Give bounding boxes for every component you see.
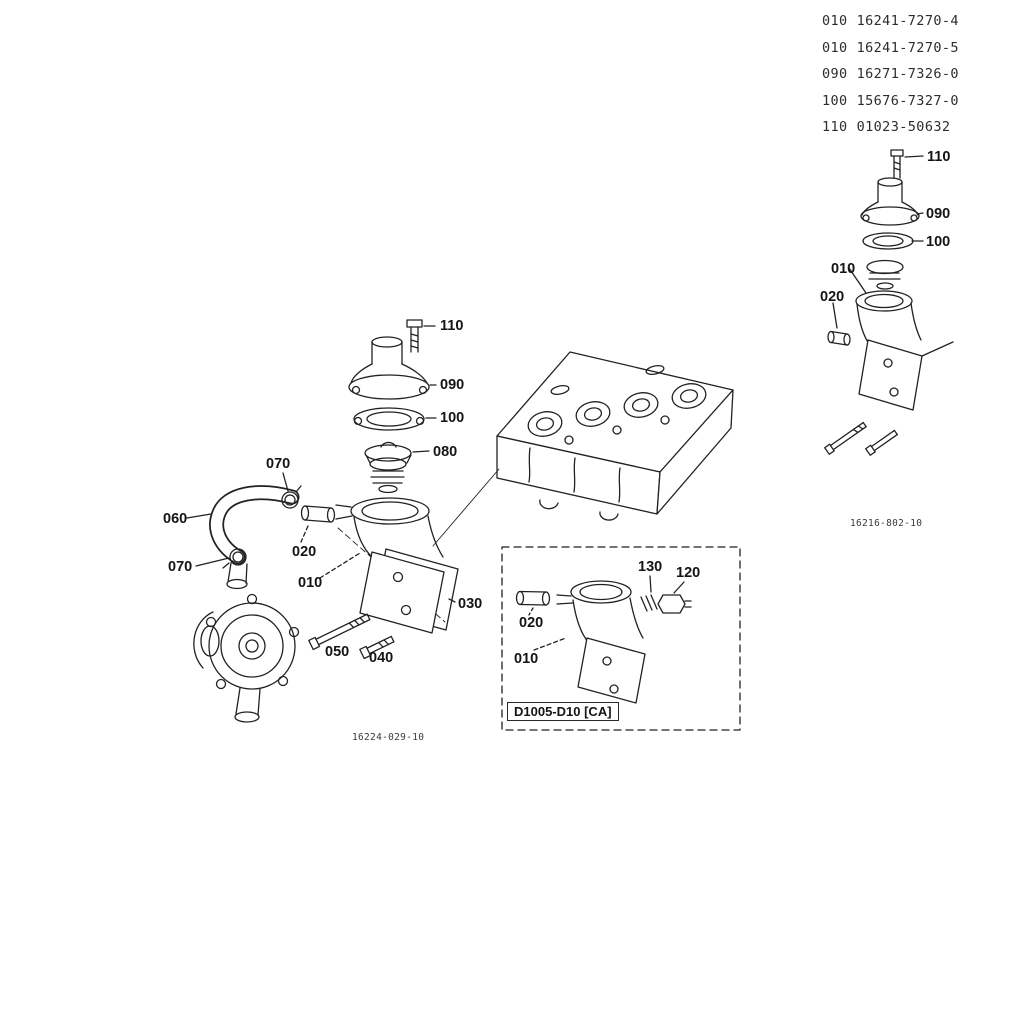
inset-callout-120: 120 bbox=[676, 565, 701, 581]
inset-model-label: D1005-D10 [CA] bbox=[507, 702, 619, 721]
part-number: 16241-7270-5 bbox=[856, 39, 959, 56]
main-clamp-070b-drawing bbox=[195, 548, 247, 569]
callout-070b: 070 bbox=[168, 559, 193, 575]
right-callout-090: 090 bbox=[926, 206, 951, 222]
inset-spring-130-drawing bbox=[640, 594, 658, 612]
right-housing-010-drawing bbox=[855, 290, 954, 411]
part-ref: 100 bbox=[822, 92, 848, 109]
parts-list: 010 16241-7270-4 010 16241-7270-5 090 16271… bbox=[822, 8, 959, 141]
inset-callout-020: 020 bbox=[519, 615, 544, 631]
main-bolt-040-drawing bbox=[359, 635, 395, 660]
parts-list-row: 090 16271-7326-0 bbox=[822, 61, 959, 88]
parts-list-row: 110 01023-50632 bbox=[822, 114, 959, 141]
inset-callout-130: 130 bbox=[638, 559, 663, 575]
part-ref: 010 bbox=[822, 39, 848, 56]
parts-list-row: 010 16241-7270-5 bbox=[822, 35, 959, 62]
callout-010: 010 bbox=[298, 575, 323, 591]
right-bolt-110-drawing bbox=[890, 149, 924, 179]
right-callout-110: 110 bbox=[927, 149, 951, 165]
main-clamp-070a-drawing bbox=[281, 472, 302, 509]
part-number: 16271-7326-0 bbox=[856, 66, 959, 83]
callout-050: 050 bbox=[325, 644, 350, 660]
main-gasket-100-drawing bbox=[353, 407, 437, 431]
main-hose-060-drawing bbox=[186, 485, 300, 565]
part-ref: 090 bbox=[822, 66, 848, 83]
inset-callout-010: 010 bbox=[514, 651, 539, 667]
main-thermostat-080-drawing bbox=[364, 441, 430, 494]
part-ref: 110 bbox=[822, 119, 848, 136]
part-number: 01023-50632 bbox=[856, 119, 951, 136]
right-gasket-100-drawing bbox=[862, 232, 924, 250]
part-ref: 010 bbox=[822, 13, 848, 29]
right-callout-020: 020 bbox=[820, 289, 845, 305]
part-number: 16241-7270-4 bbox=[856, 13, 959, 29]
right-cover-090-drawing bbox=[860, 177, 924, 226]
callout-030: 030 bbox=[458, 596, 483, 612]
main-stud-050-drawing bbox=[308, 613, 371, 651]
right-joint-020-drawing bbox=[827, 302, 851, 346]
callout-080: 080 bbox=[433, 444, 458, 460]
right-callout-010: 010 bbox=[831, 261, 856, 277]
right-stud-b-drawing bbox=[865, 429, 898, 456]
main-bolt-110-drawing bbox=[406, 319, 436, 353]
main-flange-010-drawing bbox=[335, 497, 459, 634]
callout-090: 090 bbox=[440, 377, 465, 393]
callout-020: 020 bbox=[292, 544, 317, 560]
right-assembly-drawing bbox=[824, 149, 954, 456]
inset-housing-010-drawing bbox=[556, 580, 646, 704]
engine-block-drawing bbox=[496, 351, 734, 521]
right-stud-a-drawing bbox=[824, 421, 867, 455]
right-thermostat-drawing bbox=[866, 259, 904, 290]
water-pump-drawing bbox=[193, 562, 300, 723]
callout-060: 060 bbox=[163, 511, 188, 527]
callout-040: 040 bbox=[369, 650, 394, 666]
callout-110: 110 bbox=[440, 318, 464, 334]
callout-100: 100 bbox=[440, 410, 465, 426]
inset-joint-020-drawing bbox=[515, 590, 551, 616]
inset-assembly-drawing bbox=[501, 546, 741, 731]
inset-plug-120-drawing bbox=[657, 594, 692, 614]
part-number: 15676-7327-0 bbox=[856, 92, 959, 109]
right-callout-100: 100 bbox=[926, 234, 951, 250]
right-diagram-code: 16216-802-10 bbox=[850, 518, 923, 529]
parts-list-row: 010 16241-7270-4 bbox=[822, 8, 959, 35]
main-cover-090-drawing bbox=[348, 336, 437, 400]
callout-070a: 070 bbox=[266, 456, 291, 472]
main-joint-020-drawing bbox=[300, 505, 336, 543]
main-diagram-code: 16224-029-10 bbox=[352, 732, 425, 743]
parts-list-row: 100 15676-7327-0 bbox=[822, 88, 959, 115]
